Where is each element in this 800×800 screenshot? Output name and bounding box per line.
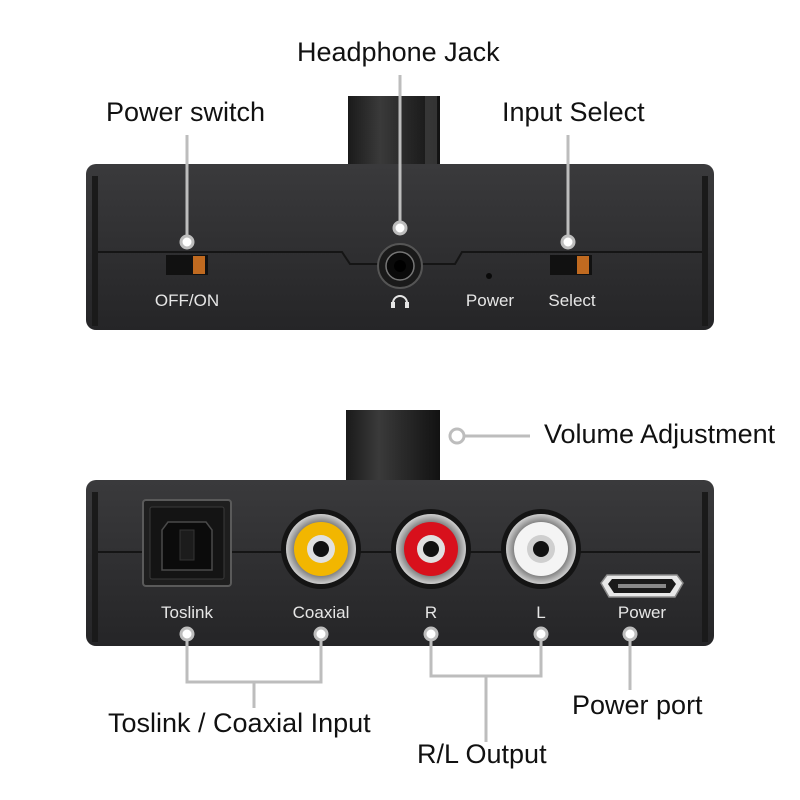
callout-rl-output: R/L Output [417,739,547,769]
callout-power-switch: Power switch [106,97,266,127]
power-port[interactable] [600,574,684,598]
front-knob [348,96,440,168]
callout-power-port: Power port [572,690,703,720]
headphone-jack[interactable] [377,243,423,289]
power-switch[interactable] [166,255,208,275]
label-front-power: Power [465,291,515,310]
label-toslink: Toslink [161,603,213,622]
right-output-port[interactable] [391,509,471,589]
power-led [486,273,492,279]
rear-knob [346,410,440,484]
callout-lines [185,75,632,742]
callout-dots [179,220,638,642]
callout-input-select: Input Select [502,97,645,127]
label-rear-power: Power [617,603,667,622]
left-output-port[interactable] [501,509,581,589]
toslink-port[interactable] [142,499,232,587]
select-switch[interactable] [550,255,592,275]
label-select: Select [548,291,596,310]
label-r: R [424,603,438,622]
label-coaxial: Coaxial [292,603,350,622]
coaxial-port[interactable] [281,509,361,589]
label-off-on: OFF/ON [154,291,220,310]
label-l: L [536,603,546,622]
callout-volume-adjustment: Volume Adjustment [544,419,776,449]
callout-headphone-jack: Headphone Jack [297,37,500,67]
callout-toslink-coaxial-input: Toslink / Coaxial Input [108,708,371,738]
headphone-icon [391,295,409,308]
